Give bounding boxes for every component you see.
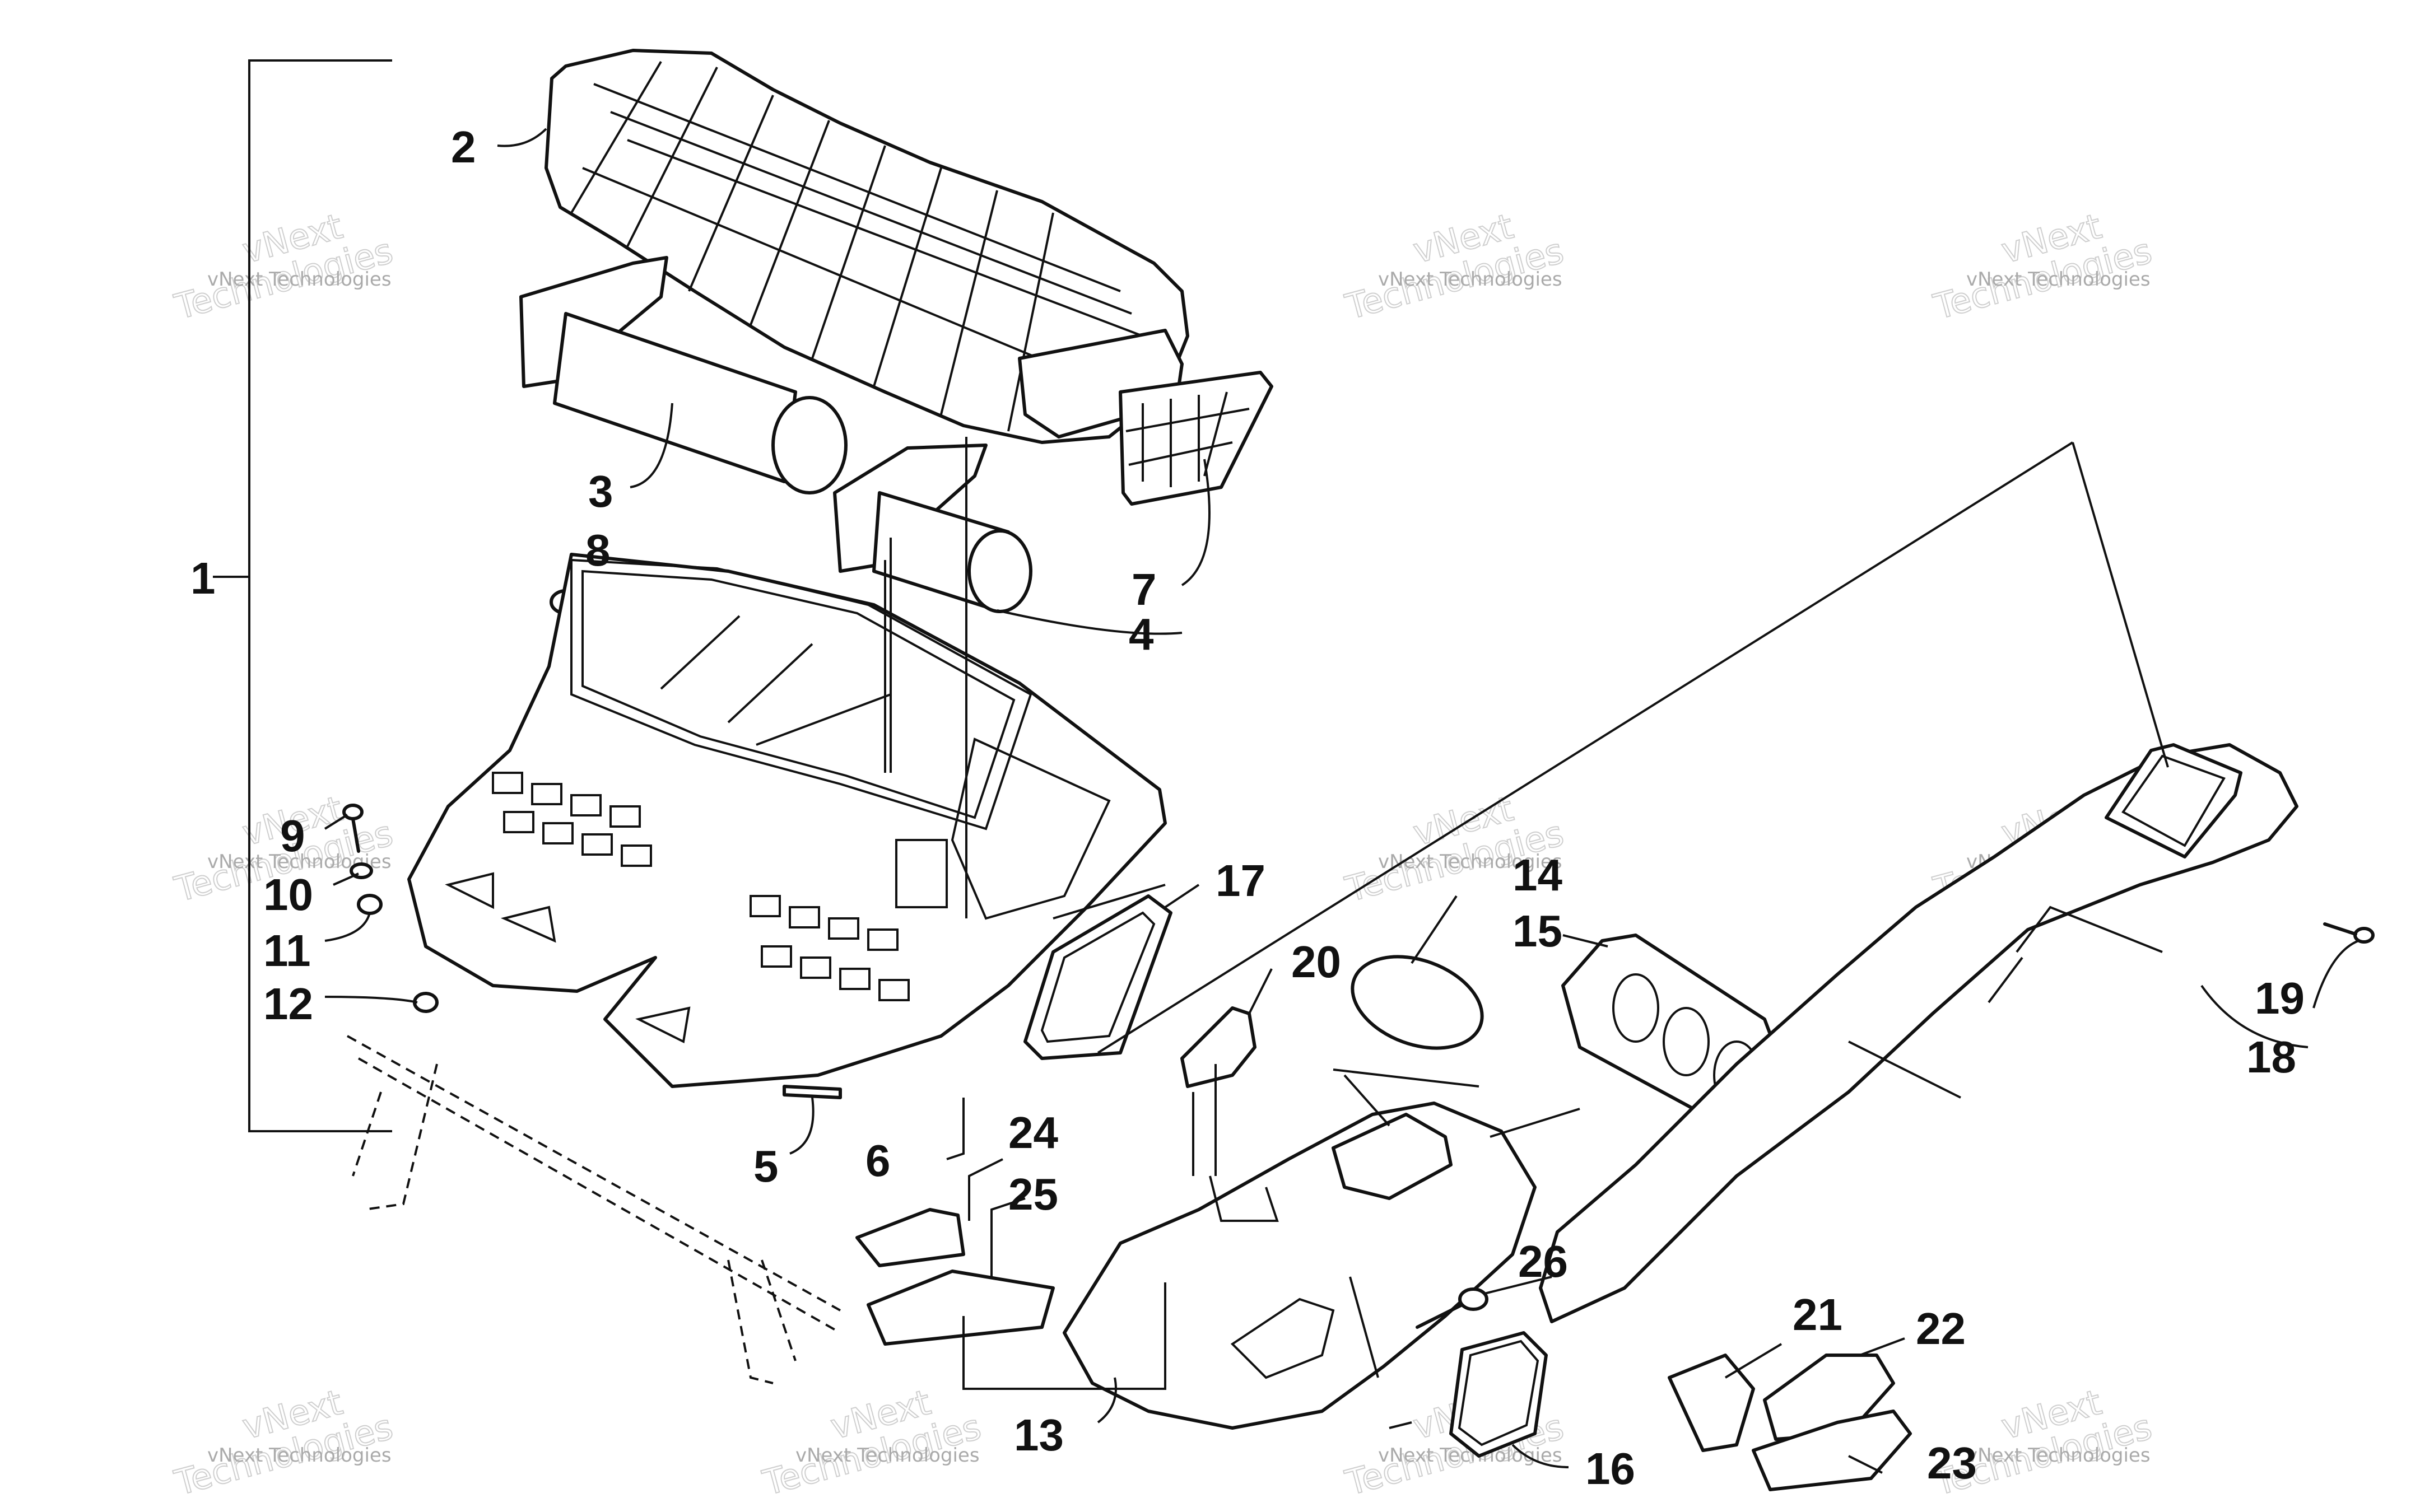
callout-16: 16 bbox=[1585, 1444, 1635, 1494]
part-13-intake-body bbox=[1063, 1102, 1537, 1430]
part-5-base-tray bbox=[407, 553, 1167, 1099]
callout-layer: 1 2 3 4 5 6 7 8 9 10 11 12 13 14 15 16 1… bbox=[190, 122, 2305, 1494]
watermark-text: vNext Technologies bbox=[1966, 268, 2151, 291]
callout-20: 20 bbox=[1291, 937, 1341, 987]
callout-21: 21 bbox=[1793, 1290, 1842, 1340]
watermark-text: vNext Technologies bbox=[1378, 851, 1562, 873]
part-12-grommet bbox=[413, 992, 439, 1013]
leader-lines bbox=[324, 128, 2359, 1474]
part-4-filter-element-right bbox=[833, 444, 1032, 613]
part-20-clip bbox=[1180, 1006, 1256, 1088]
watermark-text: vNext Technologies bbox=[207, 1444, 392, 1467]
callout-7: 7 bbox=[1132, 564, 1157, 614]
callout-15: 15 bbox=[1513, 906, 1562, 956]
frame-reference-dashed bbox=[347, 1035, 841, 1384]
callout-14: 14 bbox=[1513, 850, 1562, 900]
part-3-filter-element-left bbox=[519, 256, 848, 494]
callout-9: 9 bbox=[280, 811, 305, 861]
callout-12: 12 bbox=[263, 979, 313, 1029]
callout-17: 17 bbox=[1216, 856, 1265, 906]
callout-5: 5 bbox=[753, 1141, 779, 1191]
part-18-intake-duct bbox=[1539, 743, 2298, 1323]
callout-23: 23 bbox=[1927, 1438, 1977, 1488]
watermark-text: vNext Technologies bbox=[207, 268, 392, 291]
callout-22: 22 bbox=[1916, 1304, 1966, 1354]
part-25-foam-pad bbox=[867, 1270, 1055, 1346]
part-14-gasket bbox=[1351, 955, 1484, 1050]
callout-4: 4 bbox=[1129, 609, 1154, 659]
callout-19: 19 bbox=[2255, 973, 2305, 1023]
callout-1: 1 bbox=[190, 553, 216, 603]
part-26-sensor bbox=[1416, 1287, 1488, 1329]
callout-6: 6 bbox=[865, 1136, 891, 1186]
watermark-text: vNext Technologies bbox=[795, 1444, 980, 1467]
part-17-seal-ring bbox=[1023, 894, 1172, 1060]
callout-3: 3 bbox=[588, 466, 613, 516]
callout-8: 8 bbox=[585, 525, 611, 575]
callout-2: 2 bbox=[451, 122, 476, 172]
callout-24: 24 bbox=[1008, 1108, 1058, 1158]
part-21-foam-pad bbox=[1668, 1354, 1755, 1452]
callout-26: 26 bbox=[1518, 1236, 1568, 1286]
watermark-text: vNext Technologies bbox=[1378, 268, 1562, 291]
callout-13: 13 bbox=[1014, 1410, 1064, 1460]
callout-25: 25 bbox=[1008, 1169, 1058, 1219]
part-23-foam-pad bbox=[1752, 1410, 1912, 1491]
part-16-seal bbox=[1449, 1331, 1548, 1458]
callout-10: 10 bbox=[263, 870, 313, 920]
part-19-screw bbox=[2323, 922, 2375, 944]
part-9-bolt bbox=[342, 804, 364, 853]
callout-18: 18 bbox=[2246, 1032, 2296, 1082]
assembly-bracket bbox=[213, 59, 392, 1132]
watermark-text: vNext Technologies bbox=[1966, 1444, 2151, 1467]
part-7-filter-screen bbox=[1119, 371, 1273, 506]
part-24-foam-pad bbox=[855, 1208, 965, 1267]
part-11-nut bbox=[357, 894, 383, 915]
callout-11: 11 bbox=[263, 926, 311, 976]
